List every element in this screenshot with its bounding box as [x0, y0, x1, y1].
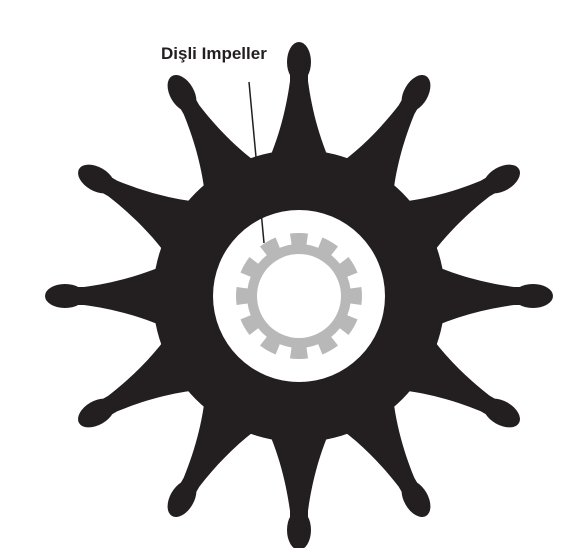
callout-leader-line: [248, 81, 265, 244]
impeller-vane: [383, 164, 520, 269]
impeller-vane: [45, 258, 179, 334]
impeller-vane: [326, 75, 431, 212]
impeller-vane: [167, 75, 272, 212]
impeller-inner-ring: [213, 210, 385, 382]
impeller-vane: [78, 164, 215, 269]
impeller-vane: [419, 258, 553, 334]
impeller-vane: [167, 380, 272, 517]
impeller-vane: [78, 323, 215, 428]
impeller-vane: [326, 380, 431, 517]
impeller-vane: [261, 42, 337, 176]
impeller-vane: [261, 416, 337, 548]
callout-label: Dişli Impeller: [161, 44, 267, 63]
impeller-body: [45, 42, 553, 548]
splined-hub: [236, 233, 363, 359]
impeller-vane: [383, 323, 520, 428]
